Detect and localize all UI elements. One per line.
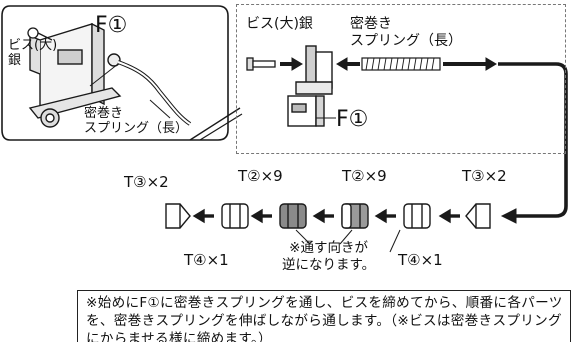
inset-bracket (28, 22, 122, 128)
label-t4-left: T④×1 (184, 251, 229, 269)
part-t3-left (165, 203, 191, 229)
assembly-spring (361, 57, 441, 71)
inset-screw-label: ビス(大) 銀 (8, 38, 58, 68)
assembly-screw-label: ビス(大)銀 (246, 16, 313, 32)
assembly-screw (246, 57, 276, 71)
label-t2-right: T②×9 (342, 167, 387, 185)
part-t2-left (279, 203, 307, 229)
assembly-spring-label: 密巻き スプリング（長） (350, 16, 462, 49)
instruction-note: ※始めにF①に密巻きスプリングを通し、ビスを締めてから、順番に各パーツを、密巻き… (77, 290, 571, 342)
assembly-part-label: F① (336, 107, 369, 132)
inset-spring (117, 60, 192, 126)
label-t3-left: T③×2 (124, 173, 169, 191)
leader-lines (89, 63, 401, 253)
inset-screw (27, 27, 53, 41)
parts-row (165, 203, 491, 229)
label-t3-right: T③×2 (462, 167, 507, 185)
inset-spring-label: 密巻き スプリング（長） (84, 106, 189, 136)
connector-arrow (498, 62, 568, 224)
label-t2-left: T②×9 (238, 167, 283, 185)
assembly-part-f1 (287, 45, 336, 127)
label-t4-right: T④×1 (398, 251, 443, 269)
part-t3-right (465, 203, 491, 229)
inset-part-label: F① (95, 13, 128, 38)
assembly-frame (236, 4, 566, 154)
part-t4-right (403, 203, 431, 229)
part-t4-left (221, 203, 249, 229)
assembly-arrows (280, 57, 497, 71)
direction-note: ※通す向きが 逆になります。 (282, 240, 376, 273)
